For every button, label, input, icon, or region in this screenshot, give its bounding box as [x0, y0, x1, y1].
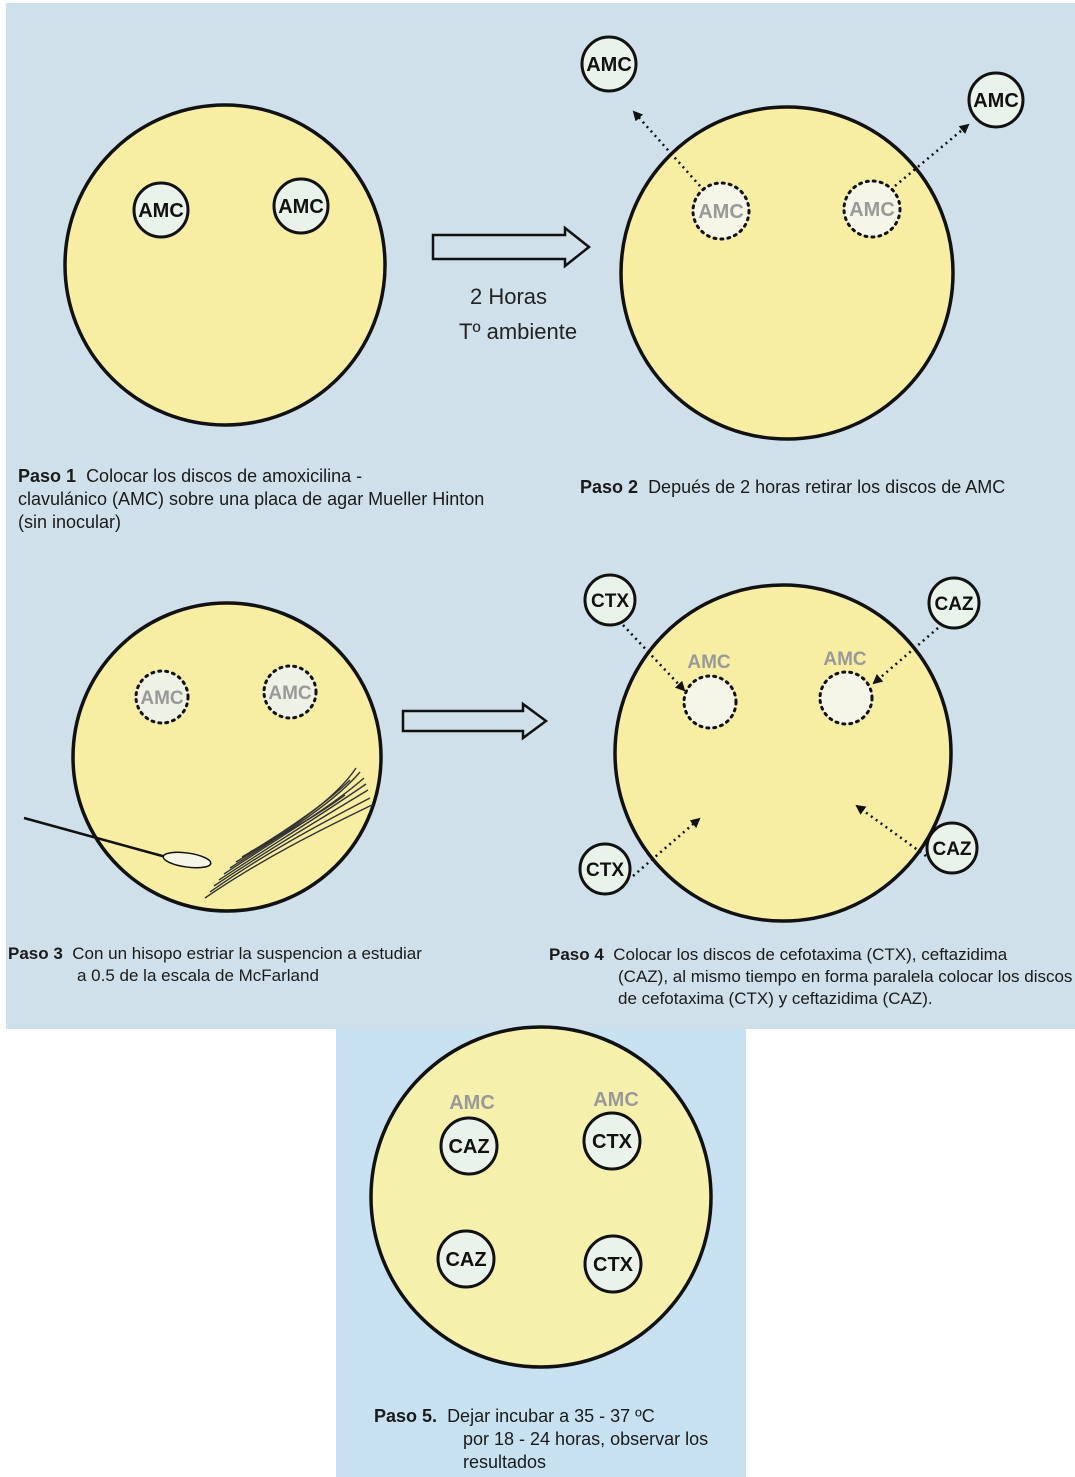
step4-label: Paso 4 — [549, 945, 604, 964]
ctx-disk: CTX — [584, 1113, 640, 1169]
amc-disk-removed-out: AMC — [969, 73, 1023, 127]
ctx-disk-label: CTX — [593, 1254, 634, 1276]
amc-disk: AMC — [134, 183, 188, 237]
removed-amc-disk: AMC — [693, 183, 749, 239]
ctx-disk: CTX — [585, 1236, 641, 1292]
flow-label-line2: Tº ambiente — [430, 319, 600, 345]
caz-disk-label: CAZ — [448, 1136, 489, 1158]
step5-caption: Paso 5. Dejar incubar a 35 - 37 ºC por 1… — [374, 1405, 744, 1474]
step3-plate: AMC AMC — [24, 603, 381, 911]
amc-position-label: AMC — [687, 652, 731, 673]
step5-text-rest: por 18 - 24 horas, observar los resultad… — [374, 1428, 733, 1474]
step4-text-rest: (CAZ), al mismo tiempo en forma paralela… — [549, 966, 1073, 1010]
ctx-disk: CTX — [580, 844, 630, 894]
step2-caption: Paso 2 Depués de 2 horas retirar los dis… — [580, 476, 1075, 499]
flow-arrow-2 — [403, 704, 546, 738]
step4-caption: Paso 4 Colocar los discos de cefotaxima … — [549, 944, 1073, 1010]
amc-site — [820, 672, 872, 724]
ctx-disk-label: CTX — [586, 860, 624, 881]
step5-text-line1: Dejar incubar a 35 - 37 ºC — [447, 1406, 655, 1426]
caz-disk: CAZ — [438, 1231, 494, 1287]
removed-amc-disk: AMC — [844, 181, 900, 237]
removed-amc-label: AMC — [849, 199, 895, 221]
removed-amc-spot: AMC — [136, 671, 188, 723]
agar-plate-step2 — [621, 107, 953, 439]
step2-plate: AMC AMC AMC AMC — [582, 37, 1023, 439]
ctx-disk-label: CTX — [591, 591, 629, 612]
amc-disk-label: AMC — [973, 90, 1019, 112]
step5-label: Paso 5. — [374, 1406, 437, 1426]
caz-disk: CAZ — [441, 1118, 497, 1174]
amc-disk-removed-out: AMC — [582, 37, 636, 91]
step3-text-line1: Con un hisopo estriar la suspencion a es… — [72, 944, 422, 963]
amc-position-label: AMC — [823, 649, 867, 670]
removed-amc-label: AMC — [140, 688, 184, 709]
amc-disk-label: AMC — [138, 200, 184, 222]
agar-plate-step4 — [615, 585, 951, 921]
removed-amc-label: AMC — [268, 683, 312, 704]
amc-position-label: AMC — [449, 1092, 495, 1114]
step3-text-rest: a 0.5 de la escala de McFarland — [8, 965, 528, 987]
step1-text-line1: Colocar los discos de amoxicilina - — [86, 466, 362, 486]
caz-disk-label: CAZ — [445, 1249, 486, 1271]
flow-label-line1: 2 Horas — [430, 284, 600, 310]
caz-disk: CAZ — [927, 823, 977, 873]
ctx-disk-label: CTX — [592, 1131, 633, 1153]
step5-plate: AMC AMC CAZ CTX CAZ CTX — [371, 1027, 711, 1367]
step3-caption: Paso 3 Con un hisopo estriar la suspenci… — [8, 943, 528, 987]
agar-plate-step3 — [73, 603, 381, 911]
caz-disk-label: CAZ — [932, 839, 971, 860]
amc-disk: AMC — [274, 179, 328, 233]
agar-plate-step1 — [65, 105, 385, 425]
caz-disk-label: CAZ — [934, 594, 973, 615]
amc-position-label: AMC — [593, 1089, 639, 1111]
flow-arrow-1 — [433, 228, 589, 266]
step1-caption: Paso 1 Colocar los discos de amoxicilina… — [18, 465, 518, 534]
step1-text-rest: clavulánico (AMC) sobre una placa de aga… — [18, 488, 498, 534]
step4-plate: AMC AMC CTX CAZ CTX CAZ — [580, 575, 979, 921]
caz-disk: CAZ — [929, 578, 979, 628]
removed-amc-spot: AMC — [264, 666, 316, 718]
amc-disk-label: AMC — [586, 54, 632, 76]
step2-label: Paso 2 — [580, 477, 638, 497]
step1-label: Paso 1 — [18, 466, 76, 486]
amc-disk-label: AMC — [278, 196, 324, 218]
amc-site — [684, 676, 736, 728]
step1-plate: AMC AMC — [65, 105, 385, 425]
step2-text-line1: Depués de 2 horas retirar los discos de … — [648, 477, 1005, 497]
flow-arrow-1-label: 2 Horas Tº ambiente — [430, 284, 600, 345]
step3-label: Paso 3 — [8, 944, 63, 963]
agar-plate-step5 — [371, 1027, 711, 1367]
removed-amc-label: AMC — [698, 201, 744, 223]
step4-text-line1: Colocar los discos de cefotaxima (CTX), … — [613, 945, 1007, 964]
ctx-disk: CTX — [585, 575, 635, 625]
